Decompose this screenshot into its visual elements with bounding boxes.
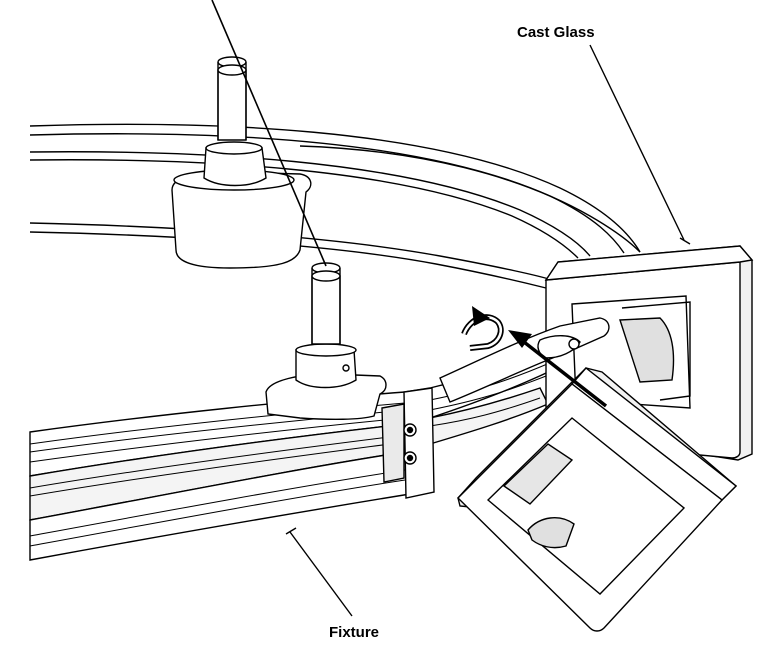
fixture-leader-tick	[285, 527, 297, 535]
cast-glass-leader	[589, 44, 685, 241]
lower-mount	[265, 262, 387, 421]
fixture-leader	[289, 531, 353, 617]
cast-glass-label: Cast Glass	[517, 24, 595, 41]
suspension-wire	[211, 0, 327, 267]
fixture-ring	[29, 123, 641, 289]
upper-mount	[171, 56, 312, 269]
cast-glass-lower	[457, 367, 738, 632]
clip-lever	[439, 317, 610, 403]
cast-glass-upper	[544, 245, 754, 461]
rotate-arrow-icon	[461, 306, 504, 351]
fixture-label: Fixture	[329, 624, 380, 641]
rail-joint-bracket	[381, 387, 435, 499]
cast-glass-leader-tick	[679, 237, 691, 245]
insert-direction-arrow-icon	[508, 330, 608, 408]
